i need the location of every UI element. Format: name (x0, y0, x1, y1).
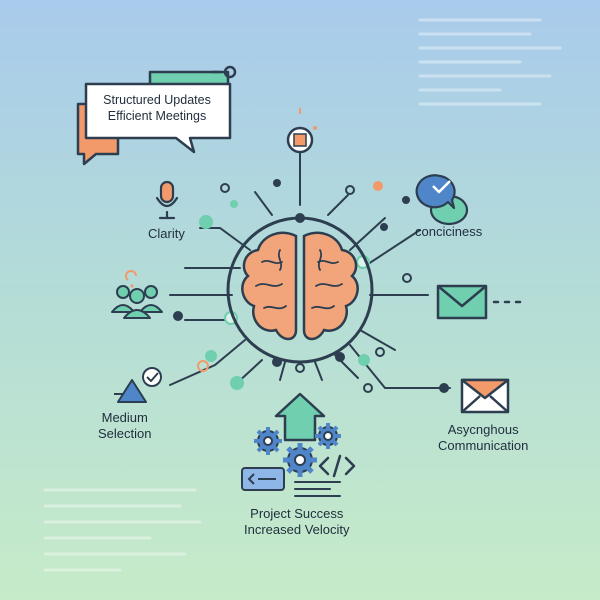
brain-icon (226, 216, 374, 364)
code-icon (318, 454, 356, 478)
label-async: Asycnghous Communication (438, 422, 528, 454)
triangle-check-icon (114, 367, 162, 403)
project-line-2: Increased Velocity (244, 522, 350, 537)
bubble-line-1: Structured Updates (103, 93, 211, 107)
code-panel-icon (241, 467, 285, 491)
decorative-lines-bottom (43, 488, 202, 572)
label-conciseness: conciciness (415, 224, 483, 239)
label-medium-selection: Medium Selection (98, 410, 151, 442)
label-clarity: Clarity (148, 226, 185, 241)
chat-bubbles-icon (76, 65, 237, 166)
medium-line-2: Selection (98, 426, 152, 441)
async-line-2: Communication (438, 438, 529, 453)
header-bubble-text: Structured Updates Efficient Meetings (92, 92, 222, 124)
medium-line-1: Medium (101, 410, 148, 425)
decorative-lines-top (418, 18, 562, 106)
checkmark-chat-icon (415, 174, 469, 226)
async-line-1: Asycnghous (447, 422, 519, 437)
open-envelope-icon (460, 378, 510, 414)
up-arrow-icon (274, 392, 326, 442)
label-project: Project Success Increased Velocity (244, 506, 350, 538)
connector-dots (173, 179, 449, 393)
project-line-1: Project Success (250, 506, 344, 521)
text-lines-icon (294, 481, 341, 497)
gears-icon (254, 423, 341, 477)
target-icon (286, 108, 317, 154)
envelope-icon (436, 284, 522, 320)
bubble-line-2: Efficient Meetings (107, 109, 207, 123)
team-icon (111, 270, 163, 319)
microphone-icon (155, 180, 179, 220)
